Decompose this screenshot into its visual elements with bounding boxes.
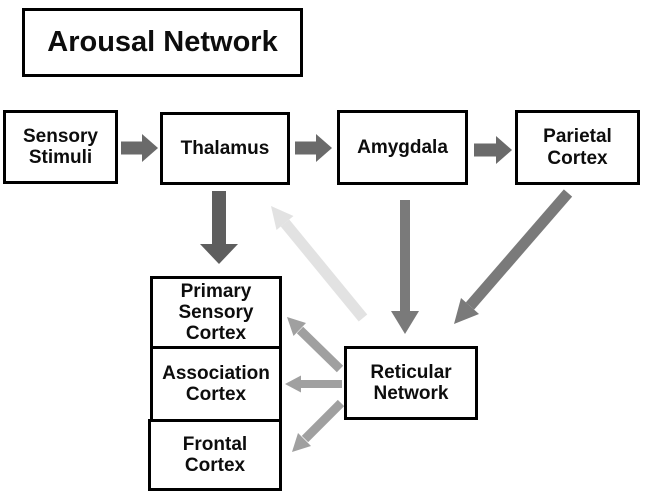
node-reticular-network-label: Reticular Network [370, 361, 452, 404]
arrow-head [391, 311, 419, 334]
node-amygdala: Amygdala [337, 110, 468, 185]
arrow-head [271, 206, 294, 230]
arrow-head [285, 375, 301, 393]
node-parietal-cortex-label: Parietal Cortex [543, 126, 612, 169]
arrow-thalamus-to-amygdala [295, 134, 332, 162]
node-thalamus-label: Thalamus [180, 137, 270, 159]
arrow-shaft [296, 326, 344, 373]
arrow-head [142, 134, 158, 162]
node-sensory-stimuli: Sensory Stimuli [3, 110, 118, 184]
arrow-amygdala-to-parietal-cortex [474, 136, 512, 164]
node-amygdala-label: Amygdala [357, 136, 448, 158]
arrow-head [496, 136, 512, 164]
node-association-cortex: Association Cortex [150, 346, 282, 422]
arrow-shaft [280, 219, 368, 322]
node-thalamus: Thalamus [160, 112, 290, 185]
node-reticular-network: Reticular Network [344, 346, 478, 420]
node-parietal-cortex: Parietal Cortex [515, 110, 640, 185]
arrow-head [292, 433, 311, 452]
arrow-reticular-network-to-frontal-cortex [292, 399, 345, 452]
node-frontal-cortex-label: Frontal Cortex [182, 433, 248, 476]
diagram-title-box: Arousal Network [22, 8, 303, 77]
arrow-reticular-network-to-primary-sensory-cortex [287, 317, 344, 373]
arrow-shaft [465, 189, 573, 310]
arrow-sensory-stimuli-to-thalamus [121, 134, 158, 162]
node-association-cortex-label: Association Cortex [162, 362, 270, 405]
arrow-amygdala-to-reticular-network [391, 200, 419, 334]
arrow-parietal-cortex-to-reticular-network [454, 189, 573, 324]
arrow-head [200, 244, 238, 264]
arrow-reticular-network-to-association-cortex [285, 375, 342, 393]
node-sensory-stimuli-label: Sensory Stimuli [23, 125, 98, 168]
arrow-reticular-network-to-thalamus [271, 206, 368, 322]
diagram-title: Arousal Network [47, 26, 278, 59]
arrow-head [316, 134, 332, 162]
node-primary-sensory-cortex-label: Primary Sensory Cortex [178, 280, 254, 345]
arrow-shaft [301, 399, 345, 443]
node-frontal-cortex: Frontal Cortex [148, 419, 282, 491]
arrow-head [287, 317, 306, 336]
arrow-head [454, 298, 479, 324]
arrow-thalamus-to-primary-sensory-cortex [200, 191, 238, 264]
node-primary-sensory-cortex: Primary Sensory Cortex [150, 276, 282, 349]
